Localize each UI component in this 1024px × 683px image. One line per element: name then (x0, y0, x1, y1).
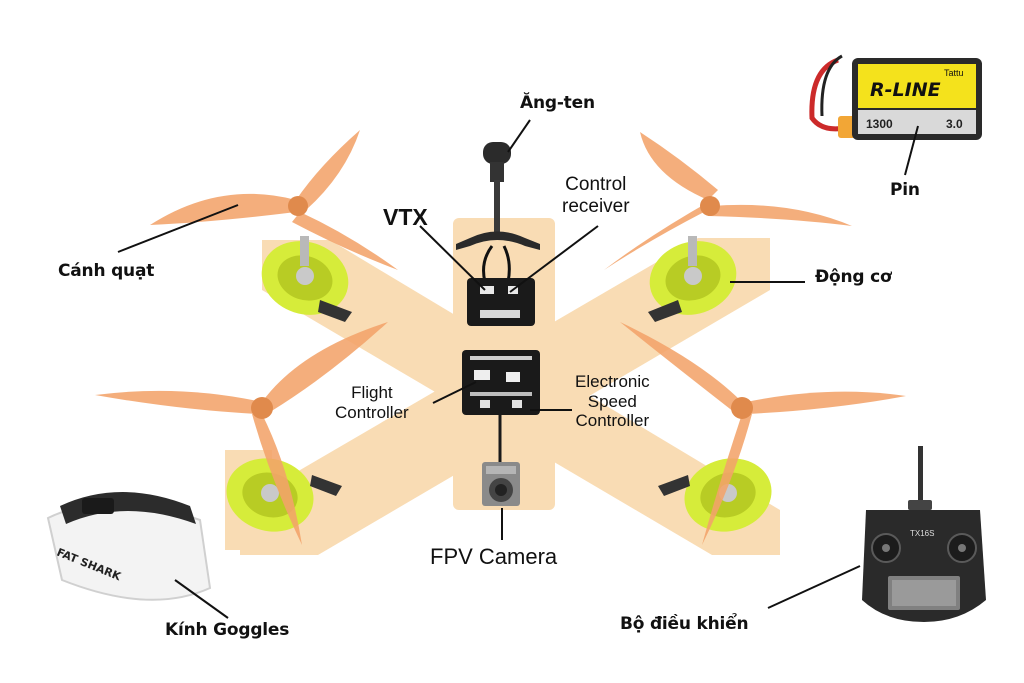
propeller-icon-rear-left (95, 322, 388, 545)
label-remote-controller: Bộ điều khiển (620, 614, 749, 634)
label-fpv-camera: FPV Camera (430, 544, 558, 569)
label-control-receiver: Control receiver (562, 174, 630, 218)
battery-brand-text: R-LINE (870, 79, 941, 101)
vtx-board-icon (467, 278, 535, 326)
label-control-receiver-line2: receiver (562, 195, 630, 217)
label-flight-controller-line2: Controller (335, 402, 409, 422)
motor-icon-front-left (261, 236, 352, 322)
label-battery: Pin (890, 180, 920, 200)
label-esc-line1: Electronic (575, 372, 650, 391)
label-esc: Electronic Speed Controller (575, 372, 650, 431)
fc-esc-stack-icon (462, 350, 540, 462)
battery-icon: R-LINE Tattu 1300 3.0 (809, 54, 982, 140)
antenna-icon (456, 142, 540, 283)
label-vtx: VTX (383, 204, 428, 230)
label-flight-controller-line1: Flight (351, 383, 393, 402)
remote-controller-icon: TX16S (862, 446, 986, 622)
propeller-icon-rear-right (620, 322, 906, 545)
battery-series-text: Tattu (944, 68, 964, 78)
label-control-receiver-line1: Control (565, 174, 627, 195)
label-esc-line2: Speed (587, 391, 637, 411)
radio-brand-text: TX16S (910, 529, 934, 538)
battery-version-text: 3.0 (946, 117, 963, 131)
propeller-icon-front-right (604, 132, 852, 270)
propeller-icon-front-left (150, 130, 398, 270)
leader-lines (117, 119, 919, 619)
label-flight-controller: Flight Controller (335, 383, 409, 422)
label-goggles: Kính Goggles (165, 620, 290, 640)
battery-capacity-text: 1300 (866, 117, 893, 131)
fpv-camera-icon (482, 462, 520, 506)
label-motor: Động cơ (815, 267, 892, 287)
label-antenna: Ăng-ten (520, 93, 595, 113)
motor-icon-rear-right (658, 458, 772, 532)
label-esc-line3: Controller (575, 411, 650, 431)
motor-icon-front-right (648, 236, 737, 322)
label-propeller: Cánh quạt (58, 261, 155, 281)
goggles-icon: FAT SHARK (46, 492, 212, 601)
